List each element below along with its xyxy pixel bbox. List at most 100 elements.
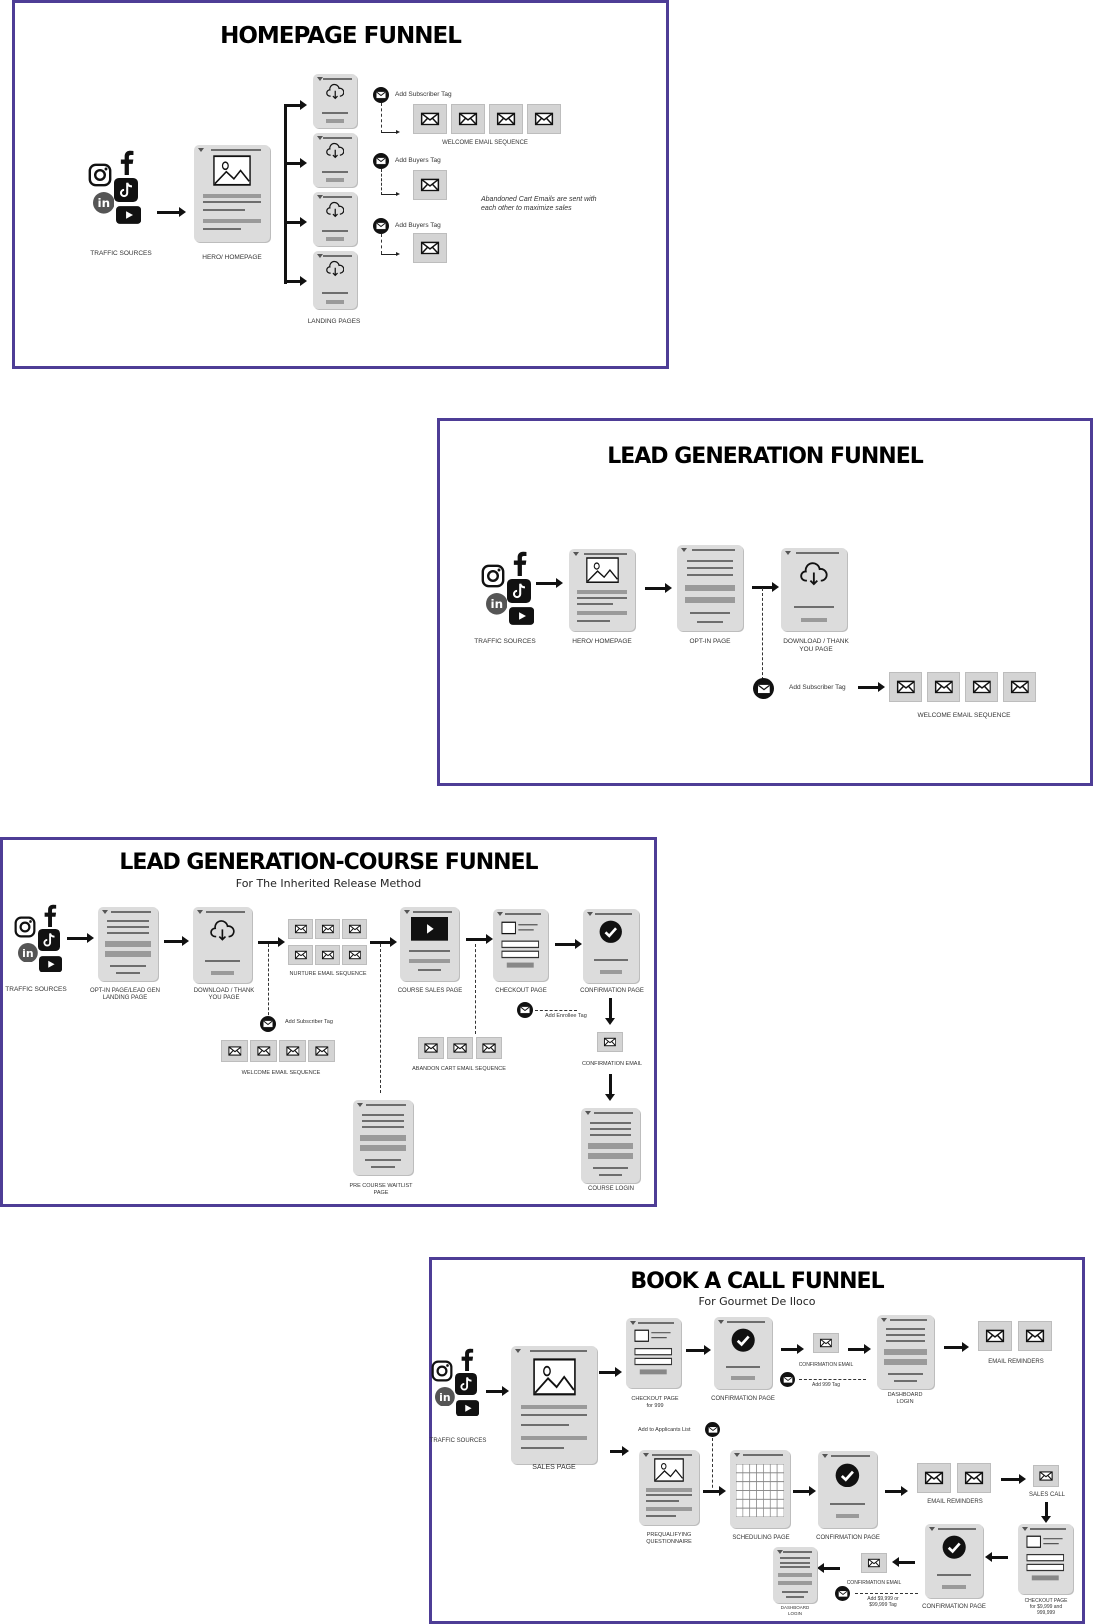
traffic-sources-icons: in [88, 150, 141, 227]
diagram-label: Add Subscriber Tag [789, 684, 846, 691]
welcome-email-icon [527, 104, 561, 134]
tiktok-icon [507, 578, 532, 603]
hero-homepage-page [569, 549, 635, 631]
welcome-email-icon [221, 1040, 248, 1062]
panel-title: HOMEPAGE FUNNEL [220, 23, 462, 49]
dashed-connector [762, 588, 763, 685]
email-tag-icon [373, 218, 389, 234]
flow-arrow [686, 1345, 711, 1355]
welcome-email-icon [889, 672, 922, 702]
youtube-icon [39, 955, 63, 973]
confirmation-email-icon [861, 1553, 887, 1573]
panel-title: LEAD GENERATION-COURSE FUNNEL [119, 850, 538, 875]
lead-gen-funnel-panel: LEAD GENERATION FUNNEL [437, 418, 1093, 786]
confirmation-page [818, 1451, 877, 1528]
prequalifying-questionnaire-page [639, 1450, 699, 1525]
flow-arrow [284, 158, 307, 168]
nurture-email-icon [315, 919, 340, 939]
course-funnel-panel: LEAD GENERATION-COURSE FUNNEL For The In… [0, 837, 657, 1207]
email-tag-icon [780, 1372, 795, 1387]
landing-page [313, 192, 357, 246]
flow-arrow [370, 937, 397, 947]
diagram-label: Add Enrollee Tag [545, 1013, 587, 1019]
connector-line [284, 104, 287, 284]
tag-arrow [381, 130, 400, 134]
tiktok-icon [38, 929, 61, 952]
confirmation-page [925, 1524, 983, 1598]
panel-subtitle: For Gourmet De Iloco [698, 1295, 816, 1308]
dashboard-login-page [877, 1315, 934, 1389]
email-tag-icon [753, 678, 774, 699]
youtube-icon [456, 1399, 480, 1417]
welcome-email-icon [413, 104, 447, 134]
dashboard-login-page [773, 1547, 817, 1603]
diagram-label: Add Subscriber Tag [395, 91, 452, 98]
flow-arrow [985, 1552, 1008, 1562]
welcome-email-icon [250, 1040, 277, 1062]
tiktok-icon [455, 1373, 478, 1396]
linkedin-icon: in [435, 1386, 456, 1407]
email-tag-icon [373, 153, 389, 169]
dashed-connector [380, 944, 381, 1093]
panel-title: BOOK A CALL FUNNEL [630, 1269, 884, 1294]
flow-arrow [258, 937, 285, 947]
landing-page [313, 133, 357, 187]
flow-arrow [284, 217, 307, 227]
tag-arrow [381, 192, 400, 196]
nurture-email-icon [288, 919, 313, 939]
diagram-label: Add Buyers Tag [395, 157, 441, 164]
sales-call-icon [1033, 1465, 1059, 1487]
panel-title: LEAD GENERATION FUNNEL [607, 444, 924, 469]
email-tag-icon [835, 1586, 850, 1601]
welcome-email-icon [308, 1040, 335, 1062]
welcome-email-icon [965, 672, 998, 702]
scheduling-page [730, 1450, 790, 1528]
dashed-connector [535, 1010, 577, 1011]
youtube-icon [508, 607, 534, 626]
confirmation-page [714, 1317, 772, 1389]
abandon-cart-email-icon [476, 1037, 502, 1059]
instagram-icon [481, 564, 505, 588]
flow-arrow [157, 207, 186, 217]
dashed-connector [799, 1379, 866, 1380]
flow-arrow [781, 1344, 804, 1354]
facebook-icon [461, 1348, 473, 1372]
flow-arrow [848, 1344, 871, 1354]
flow-arrow [486, 1386, 509, 1396]
welcome-email-icon [1003, 672, 1036, 702]
course-sales-page [400, 907, 459, 981]
confirmation-email-icon [813, 1333, 839, 1353]
checkout-page [493, 909, 548, 981]
diagram-label: Abandoned Cart Emails are sent with each… [481, 196, 597, 213]
download-thank-you-page [193, 907, 252, 983]
flow-arrow [645, 583, 672, 593]
flow-arrow [885, 1486, 908, 1496]
welcome-email-icon [279, 1040, 306, 1062]
pre-course-waitlist-page [353, 1100, 413, 1175]
dashed-connector [381, 169, 382, 195]
buyers-email-icon [413, 233, 447, 263]
linkedin-icon: in [92, 192, 115, 214]
dashed-connector [475, 944, 476, 1034]
diagram-label: Add Buyers Tag [395, 222, 441, 229]
email-tag-icon [260, 1016, 276, 1032]
confirmation-email-icon [597, 1032, 623, 1052]
nurture-email-icon [342, 919, 367, 939]
flow-arrow [703, 1486, 726, 1496]
email-reminder-icon [957, 1463, 991, 1493]
email-reminder-icon [978, 1321, 1012, 1351]
flow-arrow [284, 100, 307, 110]
traffic-sources-icons: in [431, 1348, 480, 1418]
flow-arrow [944, 1342, 969, 1352]
flow-arrow [599, 1367, 622, 1377]
flow-arrow [605, 1074, 615, 1101]
landing-page [313, 74, 357, 128]
flow-arrow [536, 578, 563, 588]
traffic-sources-icons: in [481, 551, 534, 628]
facebook-icon [44, 904, 56, 928]
nurture-email-icon [315, 945, 340, 965]
confirmation-page [583, 909, 639, 983]
landing-page [313, 251, 357, 309]
instagram-icon [88, 163, 112, 187]
svg-text:in: in [23, 946, 34, 959]
